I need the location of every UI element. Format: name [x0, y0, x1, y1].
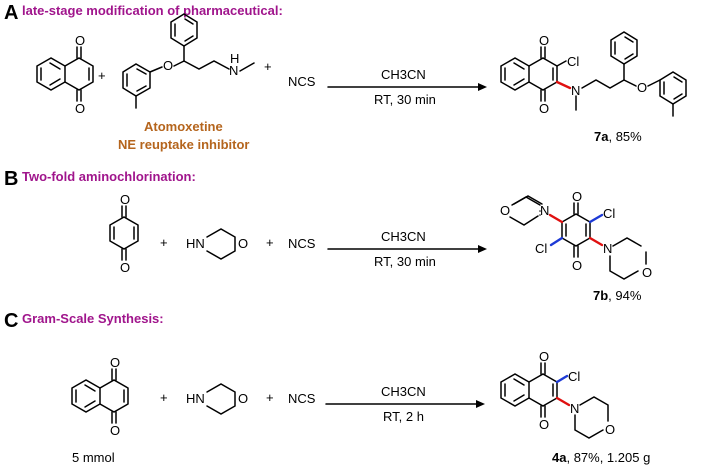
nitrogen-label: N [229, 63, 238, 78]
reagent-ncs: NCS [288, 236, 316, 251]
product-yield: , 94% [608, 288, 642, 303]
product-7b-structure: O O Cl Cl N O N O 7b, 94% [500, 189, 652, 303]
oxygen-label: O [642, 265, 652, 280]
naphthoquinone-a: O O [36, 33, 94, 116]
reaction-arrow-b: CH3CN RT, 30 min [327, 229, 487, 269]
svg-text:CH3CN: CH3CN [381, 67, 426, 82]
reaction-arrow-a: CH3CN RT, 30 min [327, 67, 487, 107]
panel-b-title: Two-fold aminochlorination: [22, 169, 196, 184]
nitrogen-label: N [571, 83, 580, 98]
product-id: 7b [593, 288, 608, 303]
conditions: RT, 2 h [383, 409, 424, 424]
oxygen-label: O [110, 355, 120, 370]
oxygen-label: O [637, 80, 647, 95]
panel-a-title: late-stage modification of pharmaceutica… [22, 3, 283, 18]
amine-label: HN [186, 236, 205, 251]
oxygen-label: O [75, 33, 85, 48]
reagent-ncs: NCS [288, 74, 316, 89]
conditions: RT, 30 min [374, 92, 436, 107]
hydrogen-label: H [230, 51, 239, 66]
panel-c-title: Gram-Scale Synthesis: [22, 311, 164, 326]
nitrogen-label: N [540, 203, 549, 218]
solvent: CH3CN [381, 384, 426, 399]
oxygen-label: O [75, 101, 85, 116]
conditions: RT, 30 min [374, 254, 436, 269]
amine-label: HN [186, 391, 205, 406]
chlorine-label: Cl [603, 206, 615, 221]
oxygen-label: O [238, 236, 248, 251]
plus-sign: + [264, 59, 272, 74]
drug-name: Atomoxetine [144, 119, 223, 134]
plus-sign: + [266, 390, 274, 405]
oxygen-label: O [120, 260, 130, 275]
product-7a-structure: O O Cl N O 7a, 85% [500, 31, 687, 144]
naphthoquinone-c: O O 5 mmol [71, 355, 129, 465]
panel-c: C Gram-Scale Synthesis: O O 5 mmol + HN … [4, 310, 650, 465]
product-yield: , 85% [608, 129, 642, 144]
panel-a: A late-stage modification of pharmaceuti… [4, 2, 687, 152]
panel-c-letter: C [4, 310, 18, 332]
oxygen-label: O [238, 391, 248, 406]
chlorine-label: Cl [568, 369, 580, 384]
oxygen-label: O [163, 58, 173, 73]
oxygen-label: O [500, 203, 510, 218]
morpholine: HN O [186, 228, 248, 260]
plus-sign: + [98, 68, 106, 83]
reaction-arrow-c: CH3CN RT, 2 h [325, 384, 485, 424]
chlorine-label: Cl [567, 54, 579, 69]
oxygen-label: O [539, 101, 549, 116]
plus-sign: + [266, 235, 274, 250]
nitrogen-label: N [570, 401, 579, 416]
plus-sign: + [160, 235, 168, 250]
morpholine: HN O [186, 383, 248, 415]
oxygen-label: O [539, 33, 549, 48]
oxygen-label: O [539, 349, 549, 364]
solvent: CH3CN [381, 229, 426, 244]
plus-sign: + [160, 390, 168, 405]
product-yield: , 87%, 1.205 g [566, 450, 650, 465]
panel-b: B Two-fold aminochlorination: O O + HN O… [4, 168, 652, 303]
oxygen-label: O [539, 417, 549, 432]
product-id: 4a [552, 450, 567, 465]
nitrogen-label: N [603, 241, 612, 256]
product-id: 7a [594, 129, 609, 144]
oxygen-label: O [120, 192, 130, 207]
chlorine-label: Cl [535, 241, 547, 256]
svg-text:7a, 85%: 7a, 85% [594, 129, 642, 144]
atomoxetine-structure: O N H Atomoxetine NE reuptake inhibitor [118, 13, 255, 152]
panel-a-letter: A [4, 2, 18, 24]
oxygen-label: O [572, 189, 582, 204]
oxygen-label: O [572, 258, 582, 273]
product-4a-structure: O O Cl N O 4a, 87%, 1.205 g [500, 349, 650, 465]
svg-text:7b, 94%: 7b, 94% [593, 288, 642, 303]
oxygen-label: O [605, 422, 615, 437]
oxygen-label: O [110, 423, 120, 438]
reagent-ncs: NCS [288, 391, 316, 406]
amount-label: 5 mmol [72, 450, 115, 465]
panel-b-letter: B [4, 168, 18, 190]
svg-text:4a, 87%, 1.205 g: 4a, 87%, 1.205 g [552, 450, 650, 465]
benzoquinone: O O [109, 192, 139, 275]
drug-description: NE reuptake inhibitor [118, 137, 249, 152]
solvent: CH3CN [381, 67, 426, 82]
